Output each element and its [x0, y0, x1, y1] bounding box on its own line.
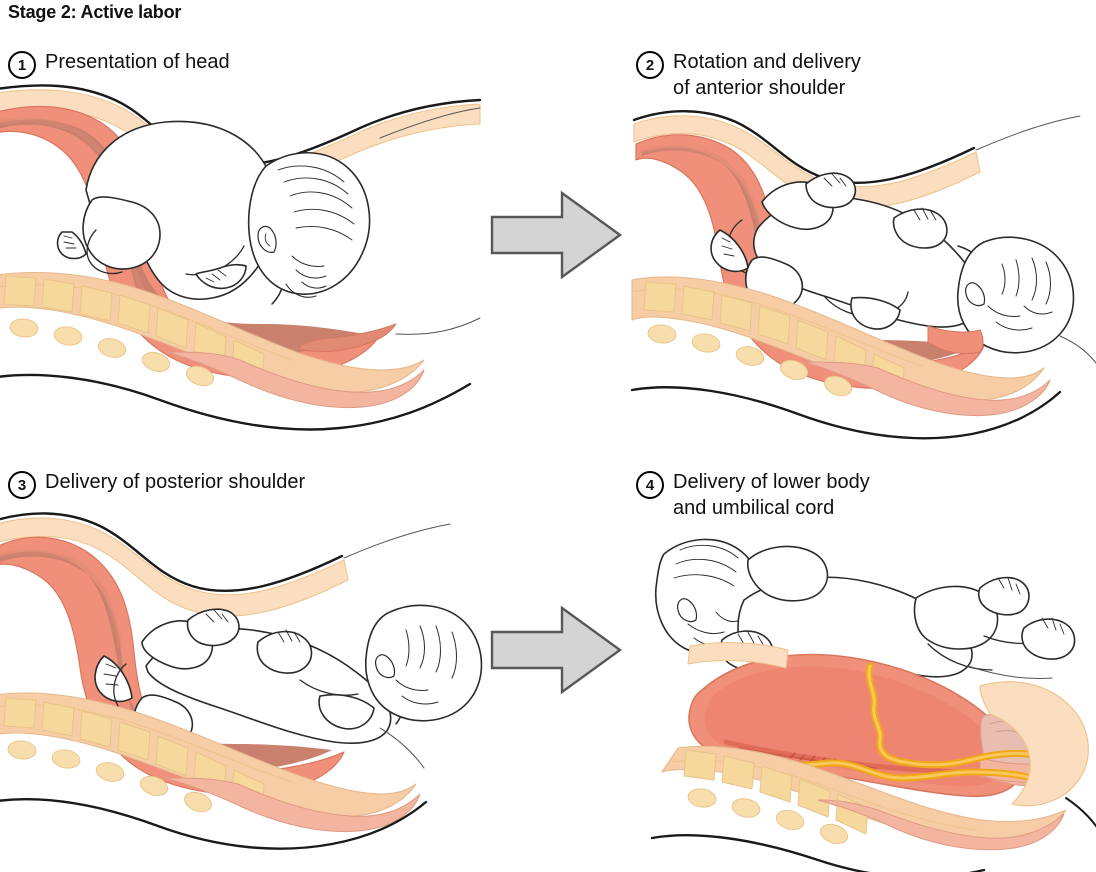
- panel-2-header: 2 Rotation and delivery of anterior shou…: [636, 50, 861, 101]
- panel-3-header: 3 Delivery of posterior shoulder: [8, 470, 305, 499]
- illustration-presentation-of-head: [0, 78, 482, 431]
- panel-step-1: 1 Presentation of head: [0, 42, 482, 432]
- panel-1-header: 1 Presentation of head: [8, 50, 230, 79]
- panel-4-header: 4 Delivery of lower body and umbilical c…: [636, 470, 870, 521]
- arrow-step-3-to-4: [480, 600, 630, 700]
- arrow-right-icon: [490, 605, 623, 695]
- panel-step-2: 2 Rotation and delivery of anterior shou…: [628, 42, 1096, 440]
- illustration-delivery-lower-body-and-cord: [628, 520, 1096, 872]
- illustration-rotation-anterior-shoulder: [628, 100, 1096, 440]
- arrow-step-1-to-2: [480, 185, 630, 285]
- step-number-badge-2: 2: [636, 51, 664, 79]
- step-label-3: Delivery of posterior shoulder: [45, 471, 306, 493]
- panel-step-4: 4 Delivery of lower body and umbilical c…: [628, 462, 1096, 872]
- step-number-badge-4: 4: [636, 471, 664, 499]
- arrow-right-icon: [490, 190, 623, 280]
- step-label-1: Presentation of head: [45, 51, 230, 73]
- step-number-badge-3: 3: [8, 471, 36, 499]
- step-label-2: Rotation and delivery of anterior should…: [673, 51, 861, 99]
- illustration-delivery-posterior-shoulder: [0, 500, 483, 850]
- page-title: Stage 2: Active labor: [8, 2, 182, 22]
- step-label-4: Delivery of lower body and umbilical cor…: [673, 471, 870, 519]
- step-number-badge-1: 1: [8, 51, 36, 79]
- panel-step-3: 3 Delivery of posterior shoulder: [0, 462, 483, 852]
